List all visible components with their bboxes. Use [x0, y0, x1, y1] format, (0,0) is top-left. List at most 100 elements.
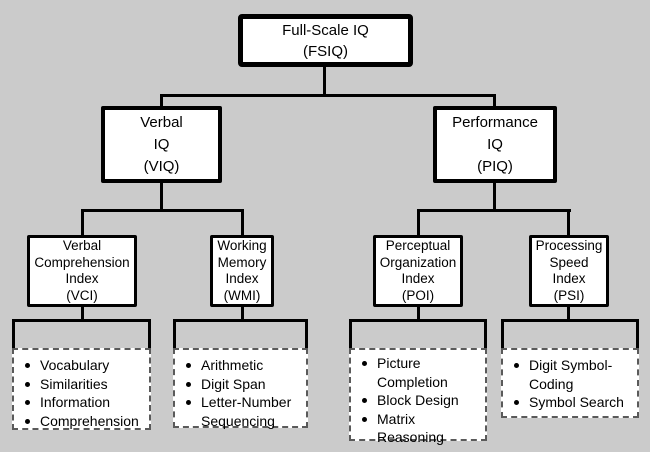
connector-line [417, 209, 420, 236]
connector-line [417, 209, 571, 212]
node-label-line: (VIQ) [143, 157, 180, 175]
subtest-item: Comprehension [22, 412, 147, 431]
node-label-line: Index [65, 271, 99, 286]
subtest-item: Symbol Search [511, 393, 635, 412]
bullet-icon [514, 363, 519, 368]
node-label-line: (FSIQ) [303, 42, 348, 60]
node-perceptual-organization-index: Perceptual Organization Index (POI) [373, 235, 463, 307]
subtest-label: Comprehension [40, 412, 139, 429]
bullet-icon [362, 416, 367, 422]
node-label-line: IQ [487, 135, 503, 153]
subtest-item: Digit Symbol-Coding [511, 356, 635, 393]
node-label-line: (PIQ) [477, 157, 513, 175]
node-label-line: Memory [217, 254, 267, 270]
node-label-line: (WMI) [223, 287, 261, 303]
subtest-item: Vocabulary [22, 356, 147, 375]
subtest-label: Vocabulary [40, 357, 110, 373]
subtest-label: Information [40, 394, 111, 410]
bullet-icon [25, 418, 30, 424]
node-label-line: (PSI) [553, 287, 585, 303]
node-working-memory-index: Working Memory Index (WMI) [210, 235, 274, 307]
bullet-icon [25, 381, 30, 387]
node-label-line: Processing [535, 238, 603, 253]
node-label-line: (POI) [401, 287, 435, 303]
bullet-icon [362, 398, 367, 403]
subtest-item: Block Design [359, 391, 483, 410]
connector-line [349, 319, 487, 322]
connector-line [173, 319, 176, 349]
node-verbal-iq: Verbal IQ (VIQ) [101, 106, 222, 183]
connector-line [349, 319, 352, 349]
bullet-icon [362, 361, 367, 366]
subtest-box-vci: Vocabulary Similarities Information Comp… [12, 348, 151, 430]
connector-line [501, 319, 504, 349]
connector-line [567, 306, 570, 320]
subtest-label: Matrix Reasoning [377, 410, 444, 446]
connector-line [636, 319, 639, 349]
connector-line [160, 182, 163, 210]
connector-line [241, 209, 244, 236]
subtest-list: Arithmetic Digit Span Letter-Number Sequ… [175, 350, 306, 430]
subtest-label: Block Design [377, 392, 459, 408]
connector-line [148, 319, 151, 349]
subtest-box-psi: Digit Symbol-Coding Symbol Search [501, 348, 639, 418]
node-label-line: Organization [379, 254, 457, 270]
node-label-line: Perceptual [385, 238, 451, 253]
connector-line [12, 319, 15, 349]
node-label-line: Index [552, 271, 586, 286]
subtest-box-wmi: Arithmetic Digit Span Letter-Number Sequ… [173, 348, 308, 430]
node-label-line: Verbal [140, 113, 183, 131]
bullet-icon [514, 400, 519, 405]
connector-line [567, 209, 570, 236]
node-label-line: (VCI) [66, 287, 98, 303]
bullet-icon [186, 400, 191, 405]
node-label-line: Full-Scale IQ [282, 21, 369, 39]
connector-line [493, 94, 496, 107]
connector-line [160, 94, 163, 107]
subtest-label: Digit Span [201, 375, 266, 392]
subtest-item: Arithmetic [183, 356, 304, 375]
subtest-list: Digit Symbol-Coding Symbol Search [503, 350, 637, 412]
node-label-line: Verbal [62, 238, 102, 253]
node-processing-speed-index: Processing Speed Index (PSI) [529, 235, 609, 307]
node-label-line: Index [401, 271, 435, 286]
node-full-scale-iq: Full-Scale IQ (FSIQ) [238, 14, 413, 67]
connector-line [323, 66, 326, 95]
subtest-label: Symbol Search [529, 394, 624, 410]
subtest-item: Information [22, 393, 147, 412]
subtest-box-poi: Picture Completion Block Design Matrix R… [349, 348, 487, 445]
connector-line [81, 209, 84, 236]
subtest-item: Picture Completion [359, 354, 483, 391]
connector-line [484, 319, 487, 349]
subtest-item: Matrix Reasoning [359, 410, 483, 447]
connector-line [501, 319, 639, 322]
connector-line [173, 319, 308, 322]
subtest-list: Vocabulary Similarities Information Comp… [14, 350, 149, 430]
subtest-label: Similarities [40, 375, 108, 392]
subtest-label: Digit Symbol-Coding [529, 357, 613, 392]
subtest-label: Arithmetic [201, 357, 264, 373]
node-label-line: IQ [153, 135, 170, 153]
node-label-line: Performance [452, 113, 538, 131]
connector-line [12, 319, 151, 322]
connector-line [81, 306, 84, 320]
connector-line [160, 94, 496, 97]
connector-line [417, 306, 420, 320]
node-label-line: Index [225, 271, 259, 286]
subtest-label: Letter-Number Sequencing [201, 394, 292, 429]
bullet-icon [186, 363, 191, 368]
subtest-item: Letter-Number Sequencing [183, 393, 304, 430]
subtest-list: Picture Completion Block Design Matrix R… [351, 350, 485, 447]
bullet-icon [25, 363, 30, 368]
bullet-icon [186, 381, 191, 387]
node-label-line: Working [217, 238, 267, 253]
subtest-item: Similarities [22, 375, 147, 394]
subtest-label: Picture Completion [377, 355, 448, 390]
connector-line [493, 182, 496, 210]
node-verbal-comprehension-index: Verbal Comprehension Index (VCI) [27, 235, 137, 307]
node-label-line: Comprehension [34, 254, 130, 270]
node-label-line: Speed [549, 254, 589, 270]
connector-line [305, 319, 308, 349]
node-performance-iq: Performance IQ (PIQ) [433, 106, 557, 183]
